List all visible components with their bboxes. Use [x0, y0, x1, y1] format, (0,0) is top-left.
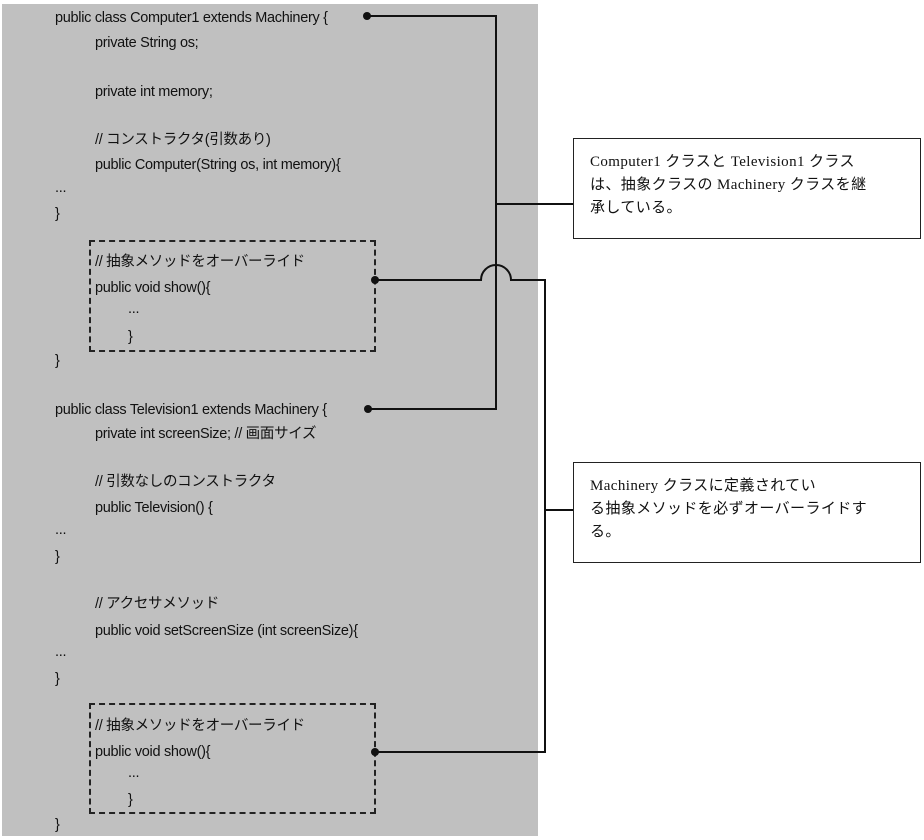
television-accessor-body: ... [55, 644, 67, 660]
computer-class-declaration: public class Computer1 extends Machinery… [55, 10, 328, 26]
television-class-close: } [55, 817, 60, 833]
inheritance-callout-line-2: は、抽象クラスの Machinery クラスを継 [590, 177, 867, 193]
inheritance-callout: Computer1 クラスと Television1 クラス は、抽象クラスの … [573, 138, 921, 239]
computer-class-close: } [55, 353, 60, 369]
television-accessor-close: } [55, 671, 60, 687]
computer-constructor-close: } [55, 206, 60, 222]
inheritance-callout-line-1: Computer1 クラスと Television1 クラス [590, 154, 855, 170]
television-override-signature: public void show(){ [95, 744, 211, 760]
television-constructor-comment: // 引数なしのコンストラクタ [95, 474, 276, 490]
override-callout: Machinery クラスに定義されてい る抽象メソッドを必ずオーバーライドす … [573, 462, 921, 563]
television-constructor-close: } [55, 549, 60, 565]
computer-field-os: private String os; [95, 35, 199, 51]
television-override-body: ... [128, 765, 140, 781]
inheritance-callout-line-3: 承している。 [590, 200, 682, 216]
computer-override-close: } [128, 329, 133, 345]
computer-constructor-body: ... [55, 180, 67, 196]
computer-override-body: ... [128, 301, 140, 317]
television-constructor-body: ... [55, 522, 67, 538]
computer-field-memory: private int memory; [95, 84, 213, 100]
computer-constructor-comment: // コンストラクタ(引数あり) [95, 132, 271, 148]
television-class-declaration: public class Television1 extends Machine… [55, 402, 327, 418]
computer-constructor-signature: public Computer(String os, int memory){ [95, 157, 341, 173]
television-override-comment: // 抽象メソッドをオーバーライド [95, 718, 305, 734]
computer-override-comment: // 抽象メソッドをオーバーライド [95, 254, 305, 270]
television-accessor-signature: public void setScreenSize (int screenSiz… [95, 623, 358, 639]
television-accessor-comment: // アクセサメソッド [95, 596, 220, 612]
computer-override-signature: public void show(){ [95, 280, 211, 296]
override-callout-line-3: る。 [590, 524, 621, 540]
television-override-box [89, 703, 376, 814]
television-constructor-signature: public Television() { [95, 500, 213, 516]
television-override-close: } [128, 792, 133, 808]
override-callout-line-1: Machinery クラスに定義されてい [590, 478, 816, 494]
television-field-screen-size: private int screenSize; // 画面サイズ [95, 426, 317, 442]
override-callout-line-2: る抽象メソッドを必ずオーバーライドす [590, 501, 868, 517]
